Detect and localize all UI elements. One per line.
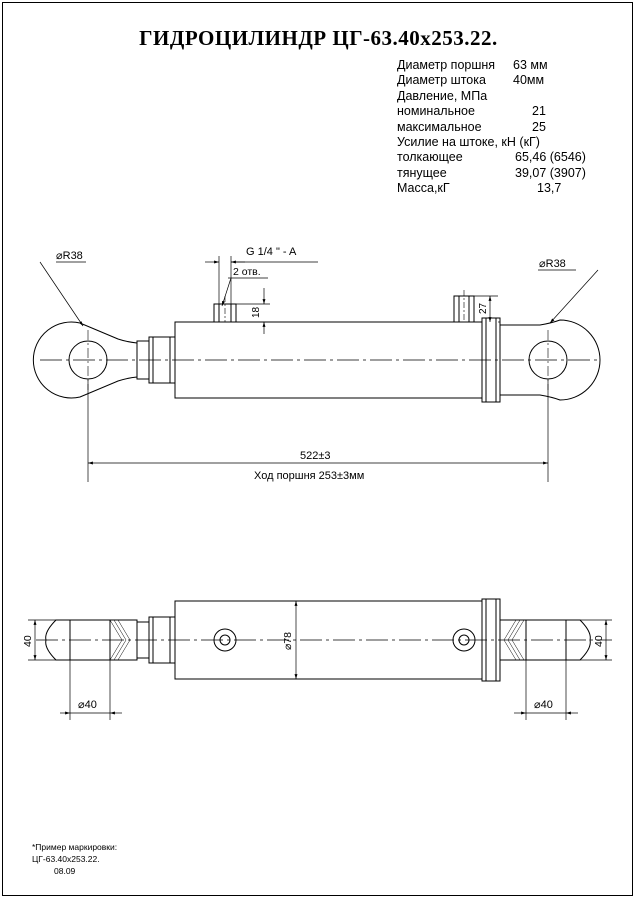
dim-length-label: 522±3 [300,450,331,462]
spec-value: 63 мм [513,58,548,72]
note-date: 08.09 [54,866,76,876]
radius-label-right: ⌀R38 [539,258,566,270]
radius-leader-left [39,261,84,327]
dim-dia-left-label: ⌀40 [78,699,97,711]
radius-label-left: ⌀R38 [56,250,83,262]
spec-label: максимальное [397,119,482,134]
dim-18 [236,288,270,334]
thread-callout [205,256,318,307]
dim-dia-right-label: ⌀40 [534,699,553,711]
spec-row-maximum: максимальное 25 [397,119,546,135]
drawing-title: ГИДРОЦИЛИНДР ЦГ-63.40х253.22. [139,26,498,50]
spec-label: номинальное [397,104,475,119]
spec-value: 13,7 [537,181,562,196]
spec-row-piston-diameter: Диаметр поршня 63 мм [397,58,548,73]
bottom-view [28,598,612,720]
note-line-1: *Пример маркировки: [32,842,118,852]
dim-18-label: 18 [251,306,262,318]
spec-row-pull: тянущее 39,07 (3907) [397,165,586,181]
spec-value: 21 [532,104,546,119]
spec-value: 65,46 (6546) [515,150,586,165]
spec-row-mass: Масса,кГ 13,7 [397,181,561,196]
spec-label: Диаметр штока [397,73,486,88]
dim-27-label: 27 [478,302,489,314]
spec-row-pressure: Давление, МПа [397,89,540,104]
spec-value: 40мм [513,73,545,88]
dim-bore-right [514,619,612,720]
port-left-top [213,628,237,652]
spec-label: тянущее [397,165,447,180]
dim-body-label: ⌀78 [282,632,294,650]
port-fitting-right [453,290,475,323]
port-count-label: 2 отв. [233,266,261,278]
dim-length [87,380,549,482]
stroke-label: Ход поршня 253±3мм [254,470,364,482]
radius-leader-right [549,269,599,324]
note-line-2: ЦГ-63.40х253.22. [32,854,100,864]
spec-label: Давление, МПа [397,88,488,103]
thread-label: G 1/4 " - A [246,246,297,258]
spec-row-rod-diameter: Диаметр штока 40мм [397,73,544,88]
spec-label: толкающее [397,150,463,165]
dim-27 [474,295,500,323]
spec-table: Диаметр поршня 63 мм Диаметр штока 40мм Да… [397,58,586,197]
spec-row-push: толкающее 65,46 (6546) [397,150,586,165]
top-view [32,256,601,482]
spec-value: 39,07 (3907) [515,165,586,180]
port-fitting-left [213,296,237,323]
spec-label: Усилие на штоке, кН (кГ) [397,134,540,149]
dim-bore-left [28,619,122,720]
end-cap-side [481,598,591,682]
spec-row-rod-force: Усилие на штоке, кН (кГ) [397,135,540,150]
dim-bore-left-label: 40 [22,635,34,647]
marking-note: *Пример маркировки: ЦГ-63.40х253.22. 08.… [32,841,117,877]
spec-value: 25 [532,119,546,134]
spec-label: Масса,кГ [397,181,450,196]
spec-label: Диаметр поршня [397,58,496,72]
spec-row-nominal: номинальное 21 [397,104,546,119]
port-right-top [452,628,476,652]
dim-bore-right-label: 40 [593,635,605,647]
